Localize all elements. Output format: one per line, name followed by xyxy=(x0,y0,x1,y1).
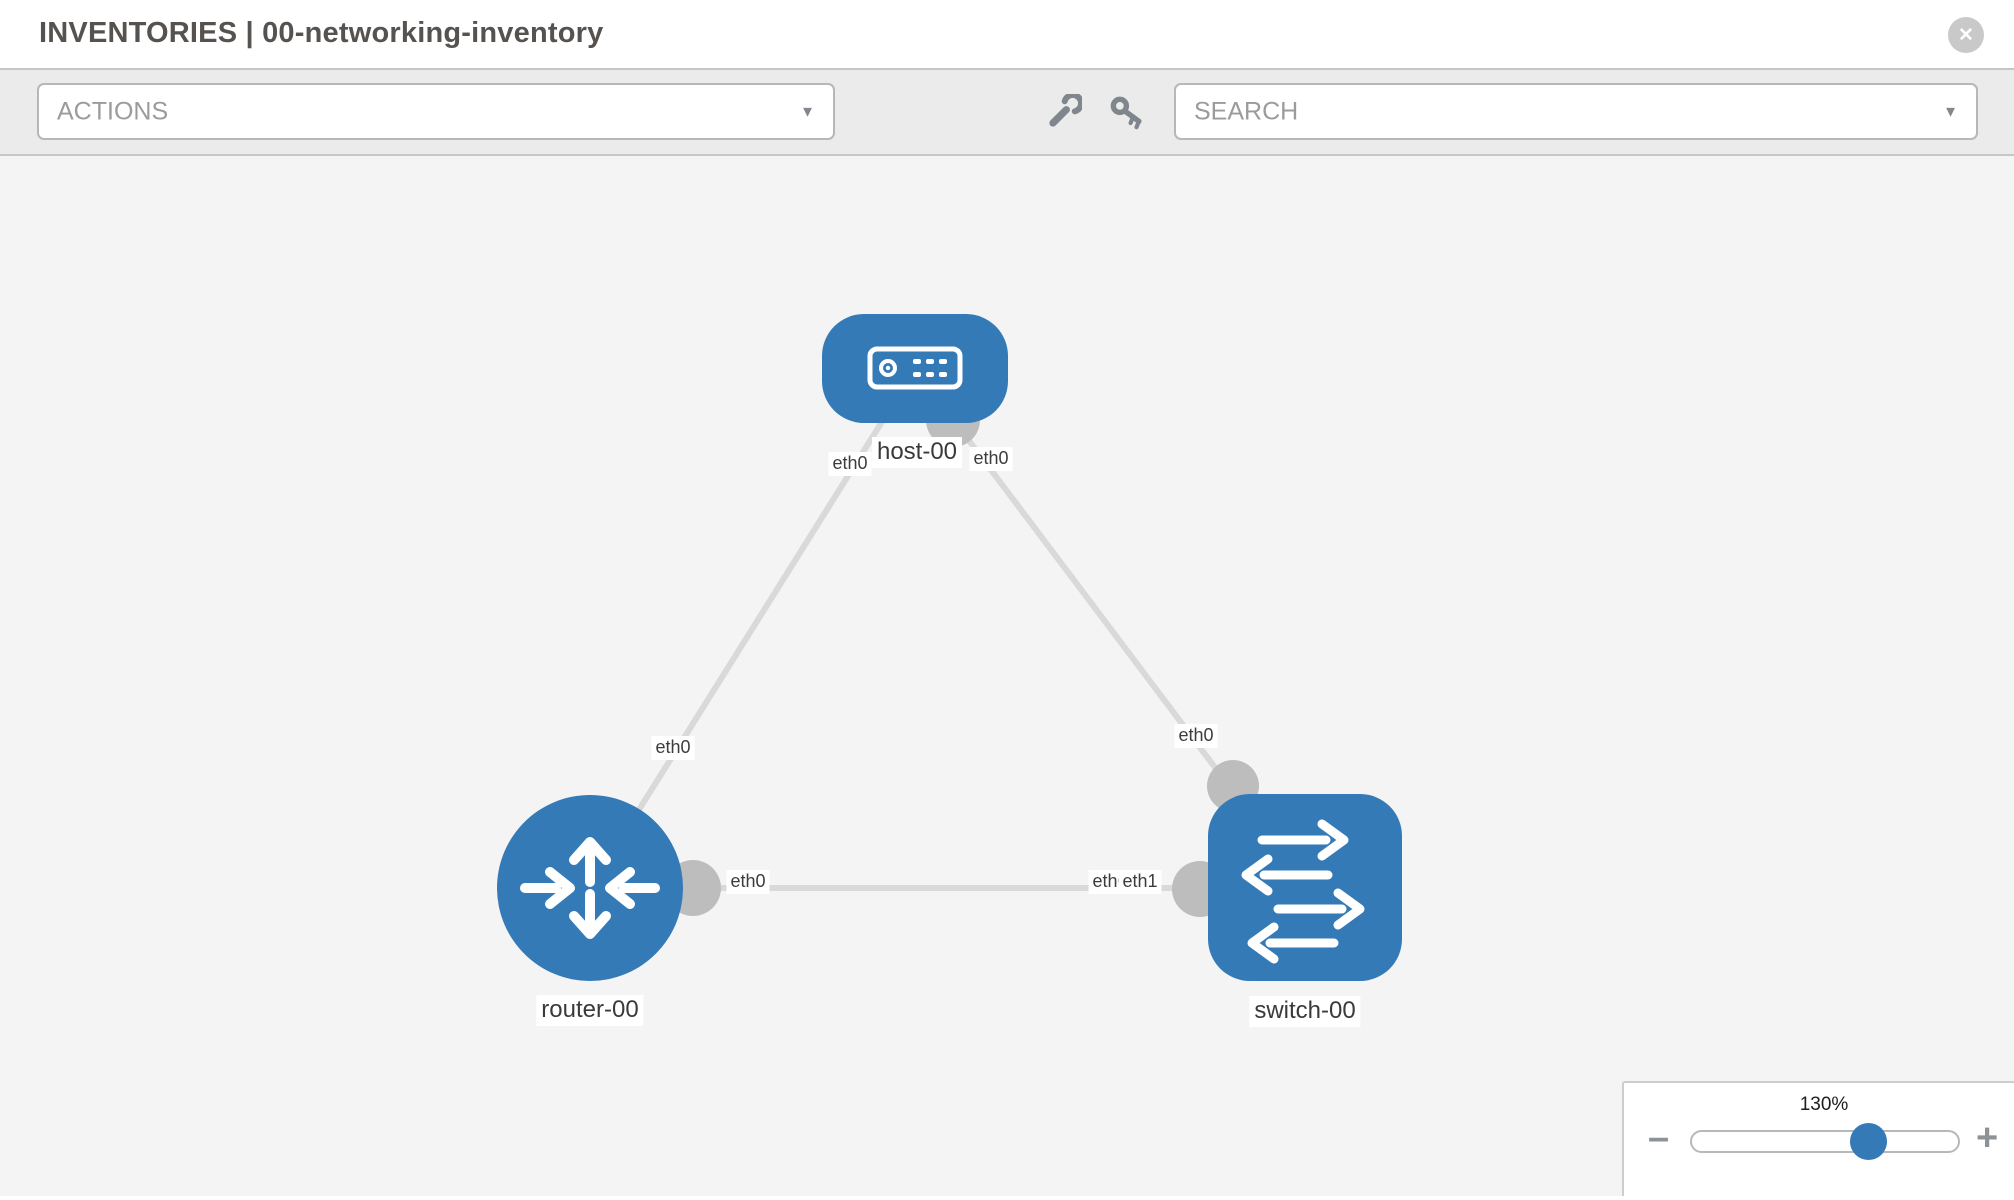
actions-dropdown[interactable]: ACTIONS ▼ xyxy=(37,83,835,140)
topology-canvas[interactable]: eth0 eth0 eth0 eth0 eth1 eth0 eth0 host-… xyxy=(0,156,2014,1196)
search-dropdown[interactable]: SEARCH ▼ xyxy=(1174,83,1978,140)
node-host[interactable] xyxy=(822,314,1008,423)
zoom-out-button[interactable]: – xyxy=(1648,1117,1670,1159)
interface-label: eth0 xyxy=(969,447,1013,471)
zoom-level: 130% xyxy=(1799,1094,1849,1115)
interface-label: eth0 xyxy=(1174,724,1218,748)
switch-icon xyxy=(1241,819,1365,964)
page-title: INVENTORIES | 00-networking-inventory xyxy=(39,17,604,49)
zoom-panel: 130% – + xyxy=(1622,1081,2014,1196)
zoom-slider-handle[interactable] xyxy=(1850,1123,1887,1160)
chevron-down-icon: ▼ xyxy=(800,103,815,120)
node-switch[interactable] xyxy=(1208,794,1402,981)
toolbar: ACTIONS ▼ SEARCH ▼ xyxy=(0,70,2014,156)
host-icon xyxy=(867,346,963,390)
chevron-down-icon: ▼ xyxy=(1943,103,1958,120)
key-icon[interactable] xyxy=(1106,92,1148,134)
search-dropdown-label: SEARCH xyxy=(1194,97,1299,125)
window-header: INVENTORIES | 00-networking-inventory ✕ xyxy=(0,0,2014,70)
zoom-slider-track[interactable] xyxy=(1690,1130,1960,1153)
port-circles xyxy=(665,393,1259,917)
close-button[interactable]: ✕ xyxy=(1948,17,1984,53)
actions-dropdown-label: ACTIONS xyxy=(57,97,169,125)
node-label-switch: switch-00 xyxy=(1249,996,1361,1027)
interface-label: eth0 xyxy=(651,736,695,760)
wrench-icon[interactable] xyxy=(1042,92,1084,134)
close-icon: ✕ xyxy=(1958,24,1974,46)
interface-label: eth1 xyxy=(1118,870,1162,894)
node-label-host: host-00 xyxy=(871,437,963,468)
zoom-in-button[interactable]: + xyxy=(1976,1117,1999,1159)
interface-label: eth0 xyxy=(828,452,872,476)
node-label-router: router-00 xyxy=(536,995,644,1026)
router-icon xyxy=(520,837,660,939)
node-router[interactable] xyxy=(497,795,683,981)
interface-label: eth0 xyxy=(726,870,770,894)
